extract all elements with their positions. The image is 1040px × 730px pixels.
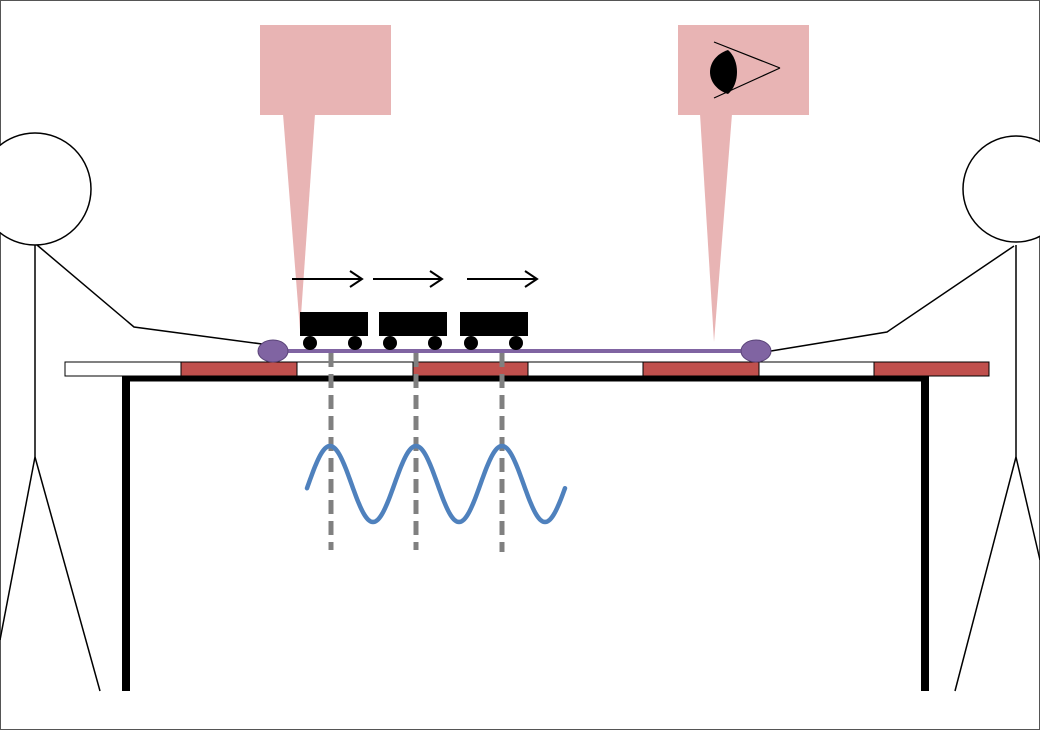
left-callout [260,25,391,330]
left-callout-box [260,25,391,115]
right-person-arm [770,245,1015,352]
right-callout-box [678,25,809,115]
sine-wave [304,443,568,525]
cart [300,312,368,350]
right-person-leg [954,456,1017,692]
right-arrow-icon [467,270,539,288]
motion-arrows [292,270,539,288]
left-person-leg [34,456,101,692]
cart-wheel [303,336,317,350]
cart-wheel [348,336,362,350]
cart-wheel [428,336,442,350]
right-arrow-icon [373,270,444,288]
striped-strip [64,361,990,377]
table [122,374,929,691]
strip-segment [180,361,298,377]
strip-segment [296,361,414,377]
strip-segment [873,361,990,377]
cart [460,312,528,350]
strip-segment [642,361,760,377]
strip-segment [527,361,644,377]
left-person-head [0,132,92,246]
right-person [770,135,1040,692]
cart-wheel [383,336,397,350]
left-callout-pointer [283,114,315,330]
right-arrow-icon [292,270,364,288]
right-hand [740,339,772,363]
strip-segment [758,361,875,377]
right-person-leg [1015,456,1040,561]
strip-segment [412,361,529,377]
right-callout [678,25,809,342]
cart [379,312,447,350]
cart-wheel [464,336,478,350]
eye-icon [710,41,781,99]
right-callout-pointer [700,114,732,342]
left-hand [257,339,289,363]
strip-segment [64,361,182,377]
dashed-lines [328,353,505,552]
left-person [0,132,263,692]
left-person-leg [0,456,36,641]
left-person-arm [36,244,263,345]
right-person-head [962,135,1040,243]
cart-wheel [509,336,523,350]
